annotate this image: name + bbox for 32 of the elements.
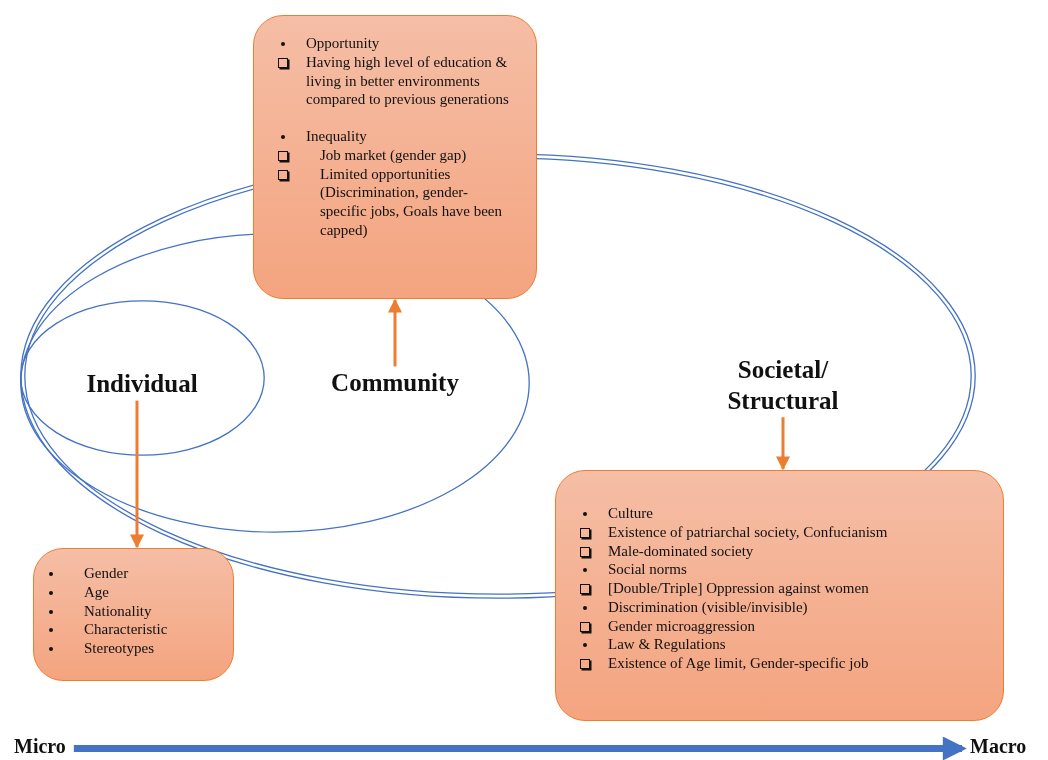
list-card (555, 470, 1004, 721)
list-item: Existence of Age limit, Gender-specific job (608, 654, 869, 673)
list-item: Social norms (608, 560, 687, 579)
list-item: Male-dominated society (608, 541, 754, 561)
list-item: Stereotypes (84, 639, 154, 658)
list-item: Age (84, 582, 109, 602)
list-item: Inequality (306, 127, 367, 146)
list-card (33, 548, 234, 681)
level-label: Societal/ Structural (718, 353, 848, 417)
scale-label: Micro (14, 735, 66, 758)
list-item: Culture (608, 504, 653, 523)
list-item: Nationality (84, 601, 152, 621)
list-item: Having high level of education & living in better environments compared to previous generations (306, 52, 510, 109)
arrow (130, 400, 144, 549)
arrow (776, 417, 790, 471)
list-item: Existence of patriarchal society, Confucianism (608, 522, 888, 542)
arrow (73, 736, 967, 760)
list-item: Opportunity (306, 34, 380, 53)
list-item: Law & Regulations (608, 635, 726, 654)
scale-label: Macro (970, 735, 1027, 758)
list-item: Limited opportunities (Discrimination, gender-specific jobs, Goals have been capped) (320, 164, 504, 240)
list-item: Discrimination (visible/invisible) (608, 597, 808, 617)
list-item: Gender microaggression (608, 616, 756, 636)
level-label: Community (331, 367, 459, 399)
arrow (388, 298, 402, 367)
list-item: Job market (gender gap) (320, 145, 467, 165)
list-card (253, 15, 537, 299)
ellipse (20, 300, 265, 456)
list-item: [Double/Triple] Oppression against women (608, 579, 869, 598)
list-item: Gender (84, 564, 129, 583)
list-item: Characteristic (84, 620, 168, 639)
level-label: Individual (86, 368, 198, 400)
